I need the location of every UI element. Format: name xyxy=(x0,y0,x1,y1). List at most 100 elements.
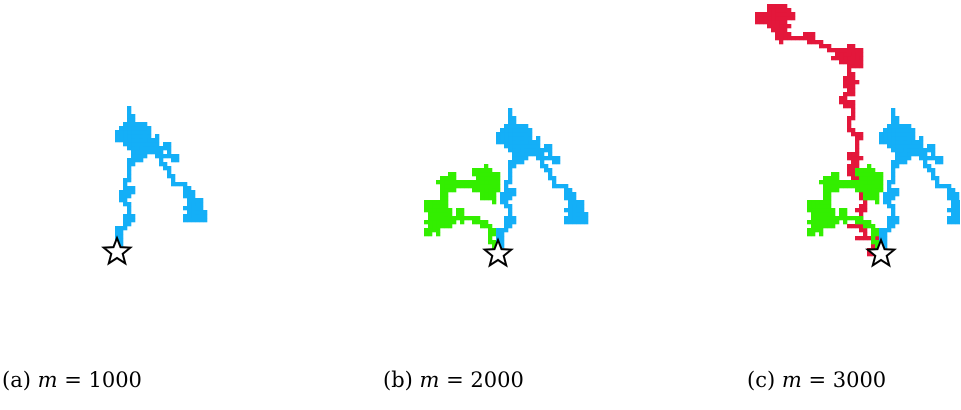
walk_3-cluster-cell xyxy=(851,56,856,61)
caption-b: (b) m = 2000 xyxy=(383,368,524,392)
walk_1-cluster-cell xyxy=(175,154,180,159)
walk_2-cluster-cell xyxy=(496,188,501,193)
walk_2-cluster-cell xyxy=(855,180,860,185)
walk_1-cluster-cell xyxy=(887,192,892,197)
walk_2-cluster-cell xyxy=(492,188,497,193)
walk_1-cluster-cell xyxy=(524,144,529,149)
walk_2-cluster-cell xyxy=(432,204,437,209)
walk_1-cluster-cell xyxy=(895,128,900,133)
walk_2-cluster-cell xyxy=(432,212,437,217)
walk_1-cluster-cell xyxy=(171,158,176,163)
walk_2-cluster-cell xyxy=(476,184,481,189)
walk_1-cluster-cell xyxy=(183,190,188,195)
walk_1-cluster-cell xyxy=(187,190,192,195)
walk_1-cluster-cell xyxy=(508,208,513,213)
walk_2-cluster-cell xyxy=(484,176,489,181)
walk_3-cluster-cell xyxy=(855,160,860,165)
walk_3-cluster-cell xyxy=(847,152,852,157)
walk_3-cluster-cell xyxy=(767,24,772,29)
walk_2-cluster-cell xyxy=(444,200,449,205)
walk_1-cluster-cell xyxy=(552,180,557,185)
walk_2-cluster-cell xyxy=(480,180,485,185)
walk_1-cluster-cell xyxy=(552,156,557,161)
walk_1-cluster-cell xyxy=(508,164,513,169)
walk_2-cluster-cell xyxy=(867,184,872,189)
walk_1-cluster-cell xyxy=(187,214,192,219)
walk_3-cluster-cell xyxy=(847,116,852,121)
walk_2-cluster-cell xyxy=(464,180,469,185)
walk_1-cluster-cell xyxy=(119,198,124,203)
walk_3-cluster-cell xyxy=(755,16,760,21)
walk_1-cluster-cell xyxy=(907,148,912,153)
walk_3-cluster-cell xyxy=(831,56,836,61)
walk_1-cluster-cell xyxy=(500,200,505,205)
walk_1-cluster-cell xyxy=(959,204,960,209)
walk_2-cluster-cell xyxy=(823,216,828,221)
walk_3-cluster-cell xyxy=(835,48,840,53)
walk_1-cluster-cell xyxy=(520,160,525,165)
walk_1-cluster-cell xyxy=(123,134,128,139)
walk_2-cluster-cell xyxy=(488,180,493,185)
walk_1-cluster-cell xyxy=(540,160,545,165)
walk_1-cluster-cell xyxy=(548,156,553,161)
walk_1-cluster-cell xyxy=(584,212,589,217)
walk_2-cluster-cell xyxy=(436,212,441,217)
walk_1-cluster-cell xyxy=(923,152,928,157)
walk_2-cluster-cell xyxy=(871,232,876,237)
walk_2-cluster-cell xyxy=(859,188,864,193)
walk_1-cluster-cell xyxy=(572,196,577,201)
walk_1-cluster-cell xyxy=(879,136,884,141)
walk_1-cluster-cell xyxy=(131,154,136,159)
walk_1-cluster-cell xyxy=(131,126,136,131)
walk_2-cluster-cell xyxy=(807,232,812,237)
walk_3-cluster-cell xyxy=(859,64,864,69)
walk_2-cluster-cell xyxy=(448,176,453,181)
walk_1-cluster-cell xyxy=(903,160,908,165)
walk_3-cluster-cell xyxy=(835,56,840,61)
walk_2-cluster-cell xyxy=(871,168,876,173)
walk_3-cluster-cell xyxy=(855,144,860,149)
walk_1-cluster-cell xyxy=(115,226,120,231)
walk_1-cluster-cell xyxy=(508,204,513,209)
walk_2-cluster-cell xyxy=(444,204,449,209)
walk_2-cluster-cell xyxy=(859,168,864,173)
walk_1-cluster-cell xyxy=(955,212,960,217)
walk_1-cluster-cell xyxy=(508,136,513,141)
walk_2-cluster-cell xyxy=(436,228,441,233)
walk_1-cluster-cell xyxy=(572,212,577,217)
walk_3-cluster-cell xyxy=(811,40,816,45)
walk_3-cluster-cell xyxy=(847,64,852,69)
walk_2-cluster-cell xyxy=(452,220,457,225)
walk_3-cluster-cell xyxy=(847,168,852,173)
walk_2-cluster-cell xyxy=(488,240,493,245)
walk_1-cluster-cell xyxy=(572,216,577,221)
walk_1-cluster-cell xyxy=(119,126,124,131)
walk_3-cluster-cell xyxy=(863,208,868,213)
walk_1-cluster-cell xyxy=(131,146,136,151)
walk_1-cluster-cell xyxy=(572,200,577,205)
walk_1-cluster-cell xyxy=(915,152,920,157)
walk_1-cluster-cell xyxy=(520,136,525,141)
walk_1-cluster-cell xyxy=(947,216,952,221)
caption-a: (a) m = 1000 xyxy=(2,368,142,392)
walk_2-cluster-cell xyxy=(472,172,477,177)
walk_2-cluster-cell xyxy=(843,216,848,221)
walk_1-cluster-cell xyxy=(887,140,892,145)
walk_3-cluster-cell xyxy=(859,192,864,197)
walk_2-cluster-cell xyxy=(440,224,445,229)
walk_3-cluster-cell xyxy=(863,232,868,237)
walk_1-cluster-cell xyxy=(564,216,569,221)
walk_3-cluster-cell xyxy=(847,156,852,161)
walk_3-cluster-cell xyxy=(847,48,852,53)
walk_1-cluster-cell xyxy=(883,244,888,249)
walk_1-cluster-cell xyxy=(887,124,892,129)
walk_2-cluster-cell xyxy=(444,188,449,193)
walk_1-cluster-cell xyxy=(191,198,196,203)
walk_1-cluster-cell xyxy=(879,228,884,233)
walk_2-cluster-cell xyxy=(444,212,449,217)
walk_2-cluster-cell xyxy=(859,220,864,225)
walk_1-cluster-cell xyxy=(504,144,509,149)
walk_1-cluster-cell xyxy=(119,242,124,247)
walk_1-cluster-cell xyxy=(500,244,505,249)
walk_1-cluster-cell xyxy=(139,158,144,163)
